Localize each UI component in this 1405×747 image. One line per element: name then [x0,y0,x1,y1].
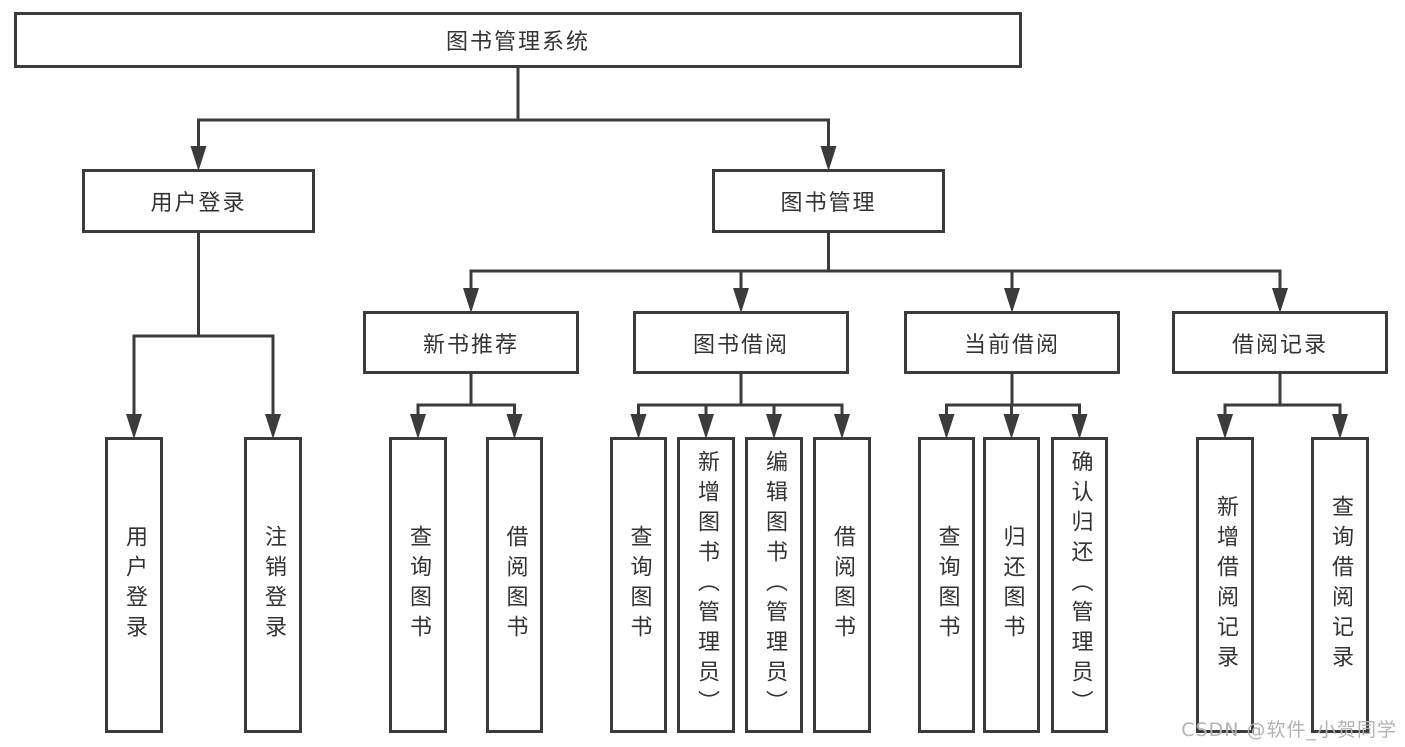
arrowhead-icon [463,288,479,313]
node-v-cb-return: 归还图书 [983,437,1040,733]
connector-l3-current [945,372,1081,419]
node-v-bb-borrow: 借阅图书 [813,437,871,733]
node-v-login: 用户登录 [105,437,163,733]
connector-l3-records [1223,372,1342,419]
node-v-bb-add: 新增图书（管理员） [677,437,735,733]
node-v-bb-query: 查询图书 [610,437,667,733]
arrowhead-icon [190,146,207,171]
arrowhead-icon [938,414,955,439]
arrowhead-icon [1217,414,1233,439]
node-l2-book: 图书管理 [712,169,945,233]
arrowhead-icon [1004,288,1020,313]
node-v-nb-query: 查询图书 [389,437,447,733]
node-v-bb-edit: 编辑图书（管理员） [745,437,803,733]
node-l3-borrow: 图书借阅 [633,311,849,374]
watermark: CSDN @软件_小贺同学 [1181,719,1397,741]
node-l3-records: 借阅记录 [1172,311,1388,374]
arrowhead-icon [733,288,749,313]
arrowhead-icon [410,414,426,439]
arrowhead-icon [265,414,281,439]
node-v-logout: 注销登录 [244,437,302,733]
connector-root [197,66,830,151]
arrowhead-icon [1272,288,1288,313]
arrowhead-icon [698,414,714,439]
node-v-br-add: 新增借阅记录 [1196,437,1254,733]
arrowhead-icon [1332,414,1348,439]
node-l3-new: 新书推荐 [363,311,579,374]
arrowhead-icon [630,414,647,439]
arrowhead-icon [834,414,850,439]
connector-l3-borrow [637,372,844,419]
arrowhead-icon [506,414,523,439]
node-v-nb-borrow: 借阅图书 [486,437,543,733]
node-root: 图书管理系统 [14,12,1022,68]
arrowhead-icon [1003,414,1020,439]
connector-l2-user [132,231,275,419]
arrowhead-icon [1071,414,1088,439]
connector-l2-book [469,231,1282,293]
arrowhead-icon [766,414,782,439]
node-v-cb-query: 查询图书 [918,437,975,733]
connector-l3-new [416,372,516,419]
arrowhead-icon [820,146,837,171]
node-l2-user: 用户登录 [82,169,315,233]
node-l3-current: 当前借阅 [904,311,1120,374]
node-v-cb-confirm: 确认归还（管理员） [1051,437,1108,733]
node-v-br-query: 查询借阅记录 [1311,437,1369,733]
arrowhead-icon [126,414,142,439]
